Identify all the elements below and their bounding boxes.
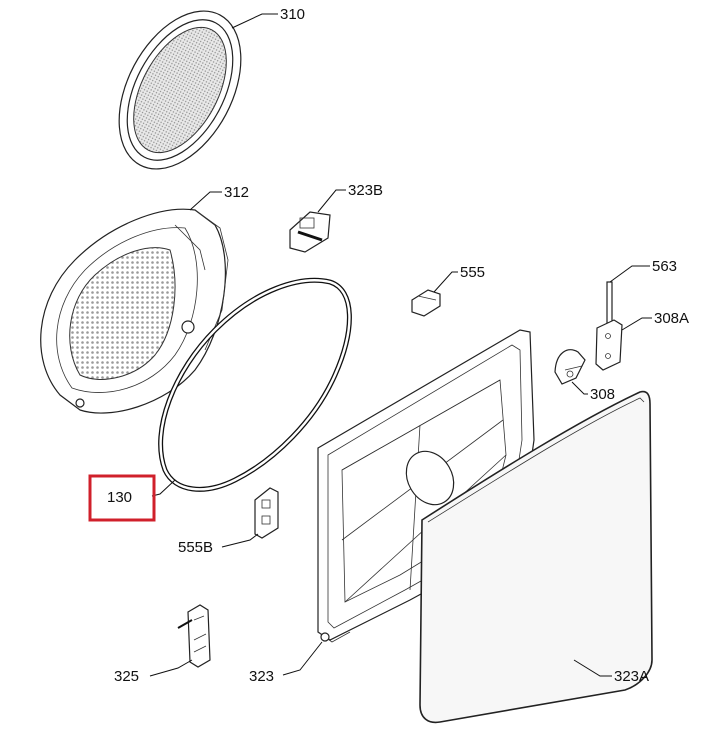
label-130: 130	[107, 489, 132, 506]
part-312-filter-housing	[40, 208, 229, 414]
part-labels: 310 312 323B 555 563 308A 308 130 555B 3…	[107, 6, 689, 685]
part-308A-hinge-plate	[595, 319, 623, 371]
label-308: 308	[590, 386, 615, 403]
label-323B: 323B	[348, 182, 383, 199]
part-555-catch	[411, 289, 441, 317]
part-323A-outer-door-panel	[419, 390, 653, 724]
part-323B-hinge	[289, 211, 331, 253]
label-325: 325	[114, 668, 139, 685]
part-563-pin	[606, 281, 613, 327]
label-310: 310	[280, 6, 305, 23]
part-555B-strike	[254, 487, 279, 539]
leader-lines	[149, 13, 652, 677]
label-323A: 323A	[614, 668, 649, 685]
label-555B: 555B	[178, 539, 213, 556]
part-323-inner-door-frame	[317, 329, 535, 643]
part-325-latch	[177, 604, 211, 668]
part-130-door-gasket	[158, 277, 352, 492]
part-308-hinge-bracket	[554, 349, 586, 385]
label-308A: 308A	[654, 310, 689, 327]
label-312: 312	[224, 184, 249, 201]
highlight-box-130	[88, 474, 156, 522]
label-323: 323	[249, 668, 274, 685]
part-310-lint-screen	[118, 10, 242, 170]
label-555: 555	[460, 264, 485, 281]
label-563: 563	[652, 258, 677, 275]
